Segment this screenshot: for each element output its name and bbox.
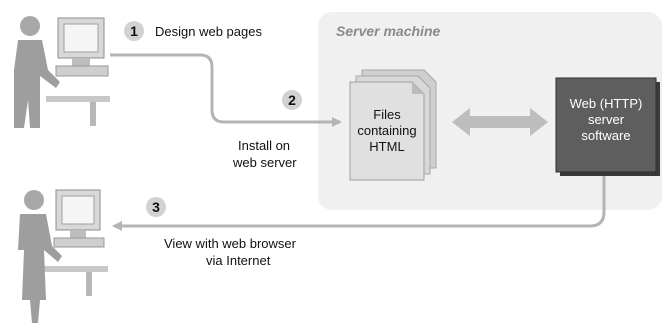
- computer-icon: [44, 189, 108, 296]
- files-label-line-2: containing: [357, 123, 416, 138]
- html-files-stack: Files containing HTML: [349, 69, 437, 181]
- server-machine-label: Server machine: [336, 23, 440, 39]
- web-server-box: Web (HTTP) server software: [555, 77, 660, 176]
- step-3-label-line-1: View with web browser: [164, 236, 297, 251]
- server-label-line-3: software: [581, 128, 630, 143]
- step-1-label: Design web pages: [155, 24, 262, 39]
- view-arrow: [112, 175, 606, 231]
- server-label-line-2: server: [588, 112, 625, 127]
- step-2-badge: 2: [282, 90, 302, 110]
- step-3-label-line-2: via Internet: [206, 253, 271, 268]
- step-3-badge: 3: [146, 197, 166, 217]
- install-arrow: [110, 53, 342, 127]
- viewer-person-icon: [18, 189, 108, 323]
- exchange-double-arrow: [452, 108, 548, 136]
- server-label-line-1: Web (HTTP): [570, 96, 643, 111]
- step-1-badge: 1: [124, 21, 144, 41]
- computer-icon: [46, 17, 110, 126]
- step-2-label-line-2: web server: [232, 155, 297, 170]
- step-3-number: 3: [152, 199, 160, 215]
- step-2-number: 2: [288, 92, 296, 108]
- files-label-line-3: HTML: [369, 139, 404, 154]
- step-2-label-line-1: Install on: [238, 138, 290, 153]
- designer-person-icon: [14, 16, 110, 128]
- step-1-number: 1: [130, 23, 138, 39]
- files-label-line-1: Files: [373, 107, 401, 122]
